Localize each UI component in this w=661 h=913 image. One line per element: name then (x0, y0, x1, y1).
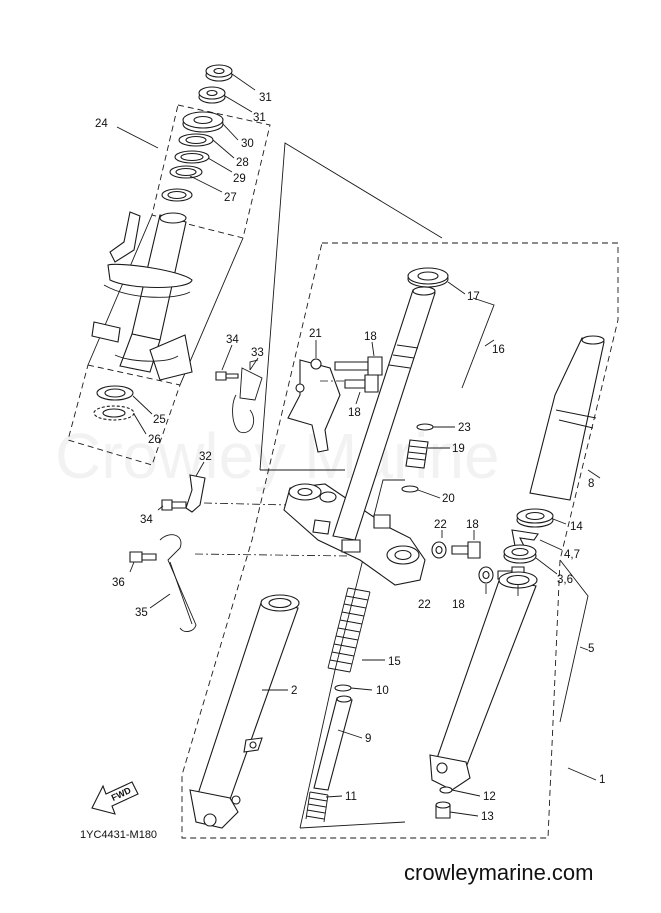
connect-line-32 (203, 502, 291, 506)
outline-bearing-link (179, 237, 244, 386)
callout-34-upper: 34 (226, 334, 239, 346)
callout-32: 32 (199, 451, 212, 463)
washer-22-upper (431, 541, 447, 559)
outline-upper-link (259, 142, 443, 471)
callout-10: 10 (376, 685, 389, 697)
callout-26: 26 (148, 434, 161, 446)
outline-bearing-group-lower (67, 364, 181, 466)
under-bracket-steering-stem (91, 211, 193, 381)
callout-2: 2 (291, 685, 297, 697)
bearing-race-upper (178, 133, 214, 147)
ball-bearing-lower (93, 405, 135, 421)
callout-16: 16 (492, 344, 505, 356)
callout-18-lower: 18 (452, 599, 465, 611)
outline-inner-fork-bottom (299, 821, 406, 829)
leader-lines (116, 73, 601, 817)
callout-labels: 31 31 30 28 29 27 24 25 26 34 33 21 18 1… (95, 92, 605, 823)
bracket-21 (287, 358, 341, 453)
callout-31-lower: 31 (253, 112, 266, 124)
washer-12 (439, 786, 453, 794)
o-ring-20 (401, 485, 419, 493)
outline-inner-fork (299, 479, 405, 829)
fwd-arrow-icon: FWD (91, 781, 139, 815)
bolt-18-mid (451, 541, 481, 559)
circlip-23 (416, 423, 434, 431)
callout-28: 28 (236, 157, 249, 169)
drawing-code: 1YC4431-M180 (80, 829, 157, 841)
inner-tube-left (332, 286, 436, 541)
clip-4-7 (511, 529, 539, 547)
callout-18-middle: 18 (348, 407, 361, 419)
callout-21: 21 (309, 328, 322, 340)
callout-36: 36 (112, 577, 125, 589)
piston-ring-10 (334, 684, 352, 692)
cap-bolt-19 (405, 439, 429, 469)
callout-35: 35 (135, 607, 148, 619)
callout-34-lower: 34 (140, 514, 153, 526)
damper-rod-9 (313, 695, 353, 791)
connect-line-35 (194, 553, 351, 557)
outline-bearing-link-2 (87, 214, 153, 366)
callout-24: 24 (95, 118, 108, 130)
bolt-36 (129, 551, 157, 563)
callout-9: 9 (365, 733, 371, 745)
callout-3-6: 3,6 (557, 574, 573, 586)
bolt-34-upper (215, 371, 239, 381)
callout-25: 25 (153, 414, 166, 426)
callout-12: 12 (483, 791, 496, 803)
spring-15 (327, 587, 371, 673)
callout-22-lower: 22 (418, 599, 431, 611)
website-link[interactable]: crowleymarine.com (404, 860, 594, 885)
outer-tube-left (189, 594, 300, 829)
wire-holder-35 (159, 534, 197, 632)
callout-14: 14 (570, 521, 583, 533)
clamp-32 (185, 474, 206, 513)
bolt-18-upper (334, 356, 383, 393)
callout-30: 30 (241, 138, 254, 150)
bearing-cover (182, 111, 224, 133)
callout-27: 27 (224, 192, 237, 204)
callout-13: 13 (481, 811, 494, 823)
callout-4-7: 4,7 (564, 549, 580, 561)
callout-15: 15 (388, 656, 401, 668)
bearing-race-lower-top (169, 165, 203, 179)
callout-5: 5 (588, 643, 594, 655)
bolt-13 (435, 801, 451, 819)
callout-22-upper: 22 (434, 519, 447, 531)
inner-tube-right (529, 335, 605, 501)
group-outlines (67, 104, 619, 839)
callout-20: 20 (442, 493, 455, 505)
oil-seal-3-6 (503, 544, 537, 564)
callout-31-upper: 31 (259, 92, 272, 104)
outline-front-fork-assembly (181, 242, 619, 839)
ball-bearing-upper (174, 150, 210, 164)
spring-11 (305, 791, 329, 823)
callout-29: 29 (233, 173, 246, 185)
callout-33: 33 (251, 347, 264, 359)
bolt-34-lower (161, 499, 187, 511)
dust-seal (161, 188, 193, 202)
bearing-race-lower (96, 385, 134, 401)
callout-11: 11 (345, 791, 357, 803)
callout-17: 17 (467, 291, 480, 303)
callout-8: 8 (588, 478, 594, 490)
oil-seal-17 (407, 267, 449, 288)
outer-tube-right (429, 571, 538, 791)
callout-23: 23 (458, 422, 471, 434)
dust-seal-14 (516, 508, 554, 528)
ring-nut-lower (198, 86, 226, 104)
callout-18-right: 18 (466, 519, 479, 531)
wire-guide-33 (232, 359, 263, 434)
ring-nut-upper (205, 64, 233, 82)
callout-18-upper: 18 (364, 331, 377, 343)
washer-22-lower (478, 566, 494, 584)
callout-19: 19 (452, 443, 465, 455)
callout-1: 1 (599, 774, 605, 786)
